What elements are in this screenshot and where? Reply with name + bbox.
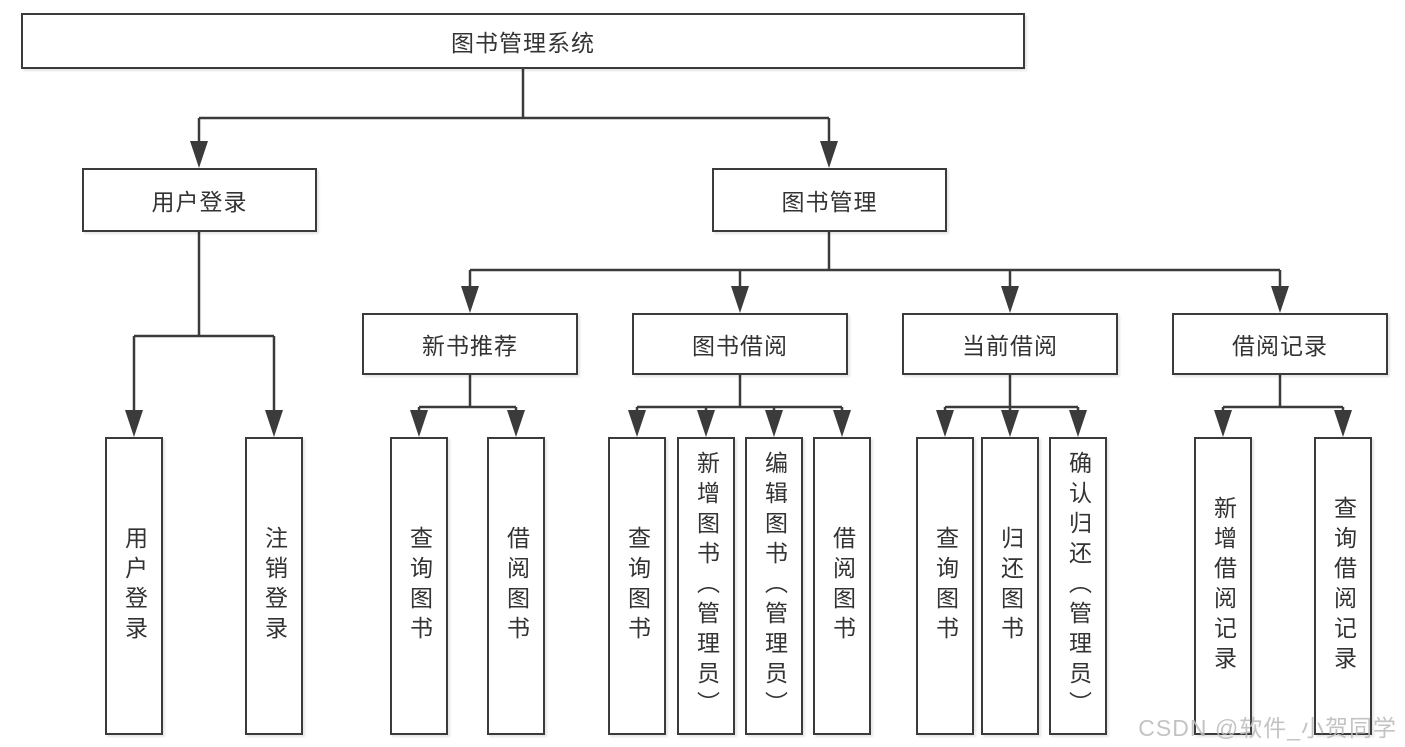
- leaf-logout: 注销登录: [245, 437, 303, 735]
- csdn-watermark: CSDN @软件_小贺同学: [1138, 715, 1397, 741]
- leaf-label: 查询图书: [932, 526, 959, 646]
- leaf-add-books-admin: 新增图书（管理员）: [677, 437, 735, 735]
- leaf-label: 确认归还（管理员）: [1065, 451, 1092, 721]
- leaf-borrowing-query-books: 查询图书: [608, 437, 666, 735]
- leaf-label: 查询图书: [406, 526, 433, 646]
- leaf-newbook-borrow-books: 借阅图书: [487, 437, 545, 735]
- leaf-label: 用户登录: [121, 526, 148, 646]
- leaf-borrow-books: 借阅图书: [813, 437, 871, 735]
- leaf-label: 新增图书（管理员）: [693, 451, 720, 721]
- leaf-confirm-return-admin: 确认归还（管理员）: [1049, 437, 1107, 735]
- leaf-label: 借阅图书: [829, 526, 856, 646]
- leaf-label: 归还图书: [997, 526, 1024, 646]
- leaf-label: 注销登录: [261, 526, 288, 646]
- leaf-label: 查询借阅记录: [1330, 496, 1357, 676]
- node-book-management: 图书管理: [712, 168, 947, 232]
- node-current-borrowing: 当前借阅: [902, 313, 1118, 375]
- node-user-login: 用户登录: [82, 168, 317, 232]
- leaf-return-books: 归还图书: [981, 437, 1039, 735]
- leaf-add-borrow-record: 新增借阅记录: [1194, 437, 1252, 735]
- node-new-book-recommend: 新书推荐: [362, 313, 578, 375]
- leaf-user-login: 用户登录: [105, 437, 163, 735]
- leaf-current-query-books: 查询图书: [916, 437, 974, 735]
- node-book-borrowing: 图书借阅: [632, 313, 848, 375]
- leaf-label: 查询图书: [624, 526, 651, 646]
- leaf-query-borrow-record: 查询借阅记录: [1314, 437, 1372, 735]
- leaf-label: 新增借阅记录: [1210, 496, 1237, 676]
- node-borrow-records: 借阅记录: [1172, 313, 1388, 375]
- leaf-newbook-query-books: 查询图书: [390, 437, 448, 735]
- leaf-edit-books-admin: 编辑图书（管理员）: [745, 437, 803, 735]
- leaf-label: 借阅图书: [503, 526, 530, 646]
- leaf-label: 编辑图书（管理员）: [761, 451, 788, 721]
- node-library-system: 图书管理系统: [21, 13, 1025, 69]
